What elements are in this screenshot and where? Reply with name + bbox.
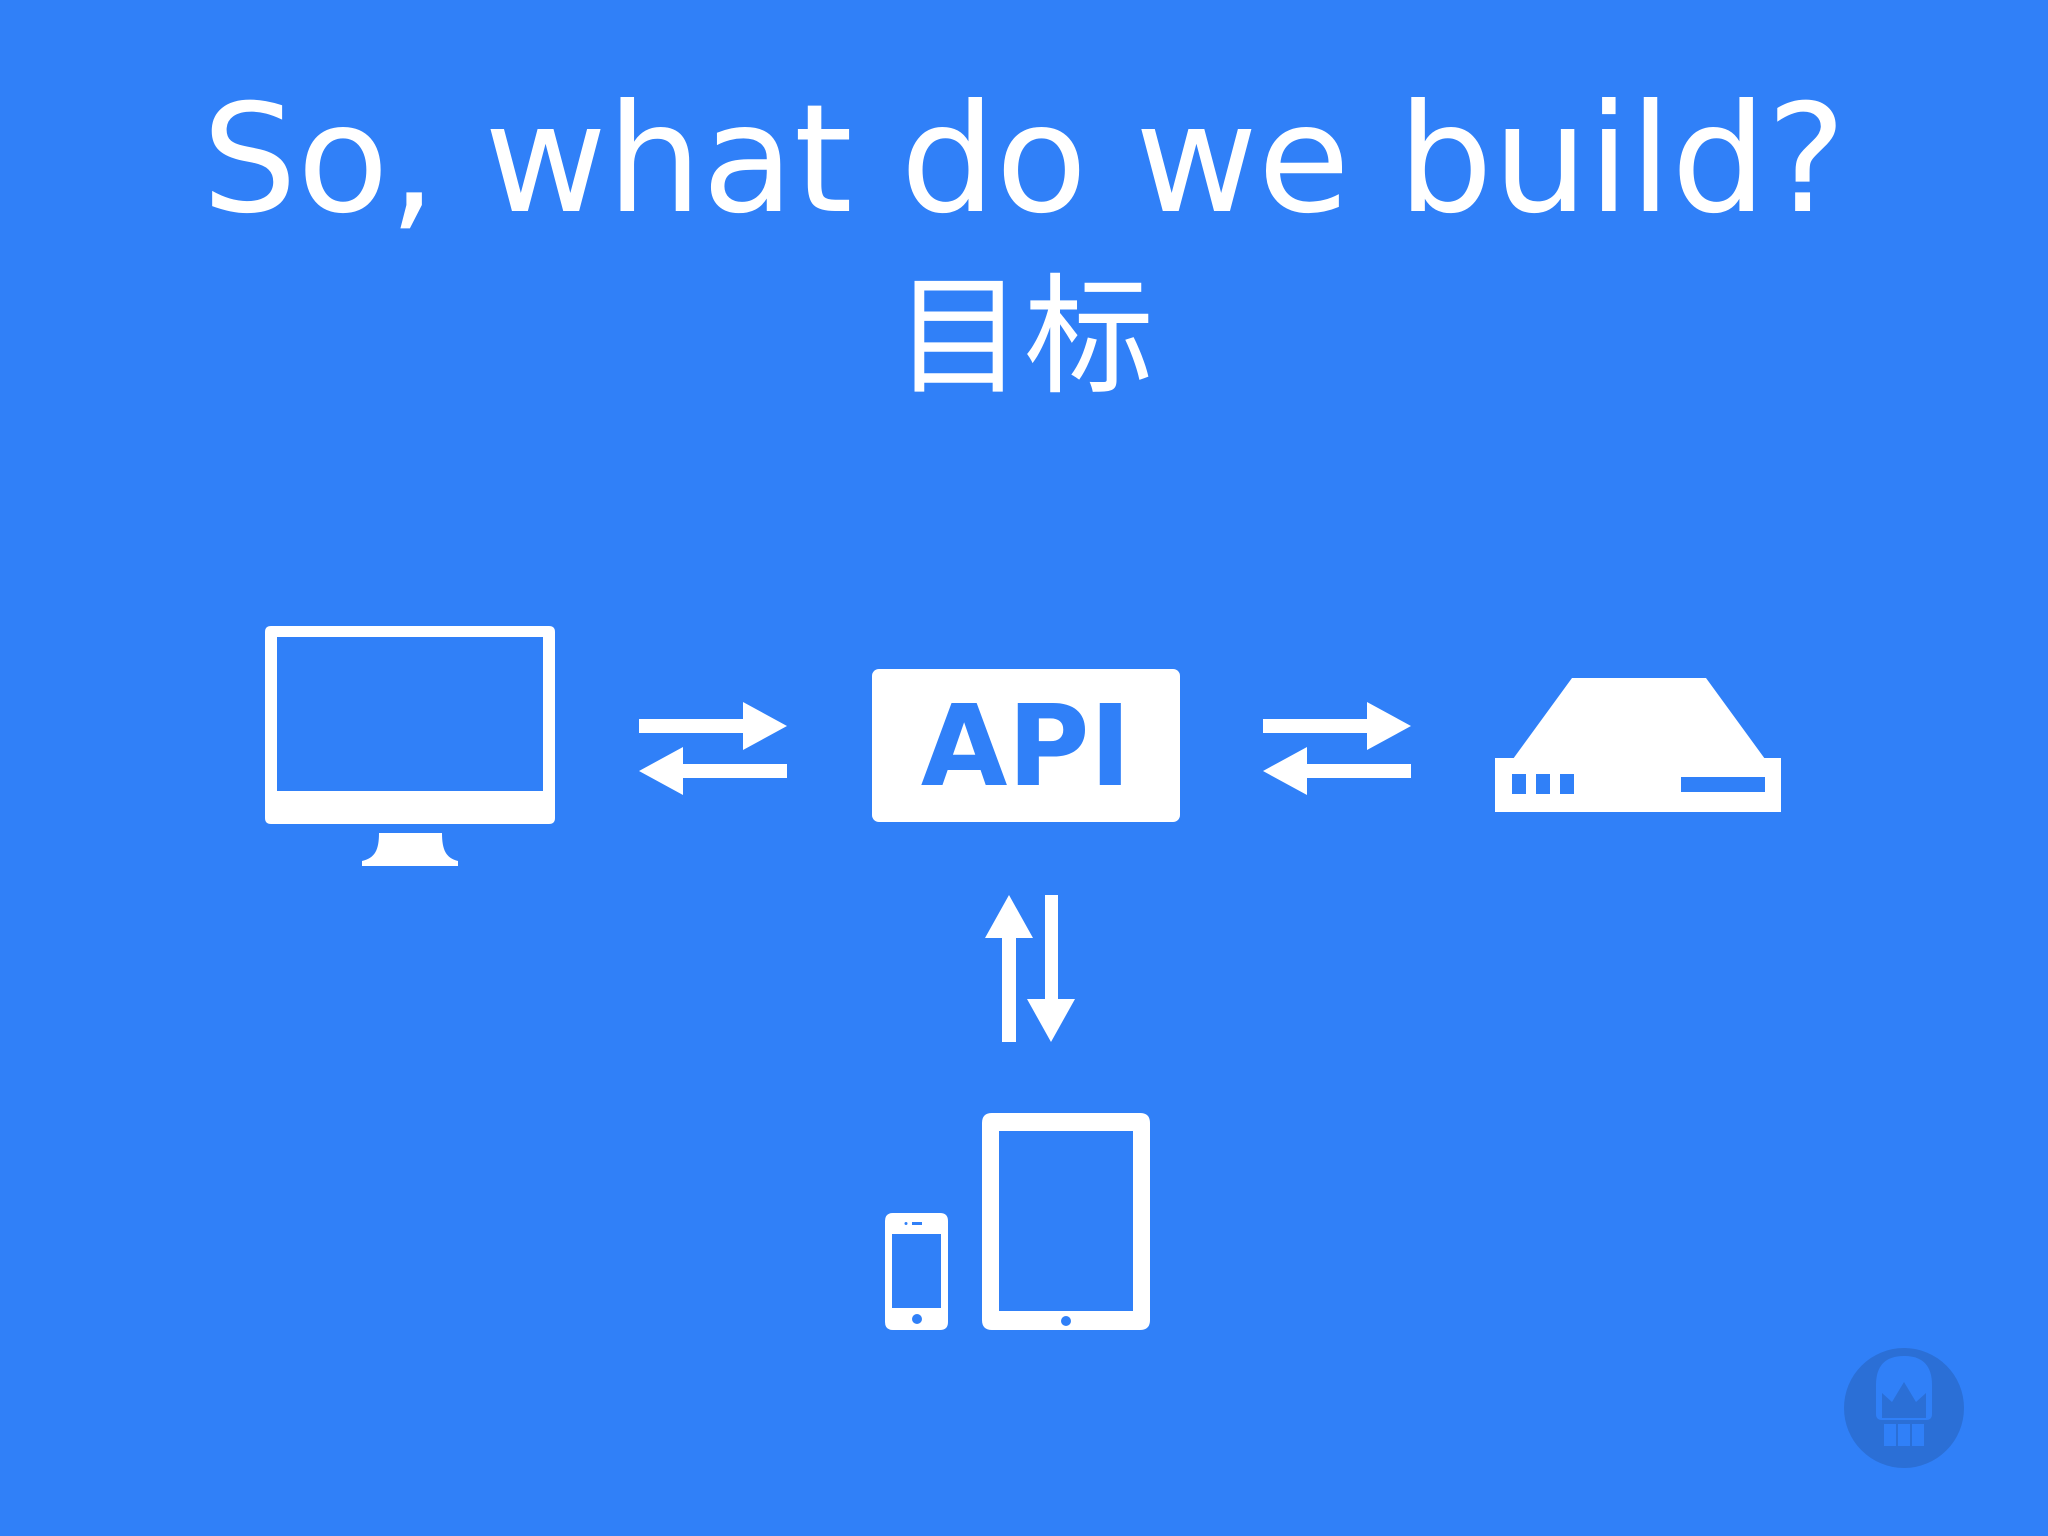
phone-icon	[885, 1213, 948, 1330]
slide-title: So, what do we build?	[201, 73, 1847, 247]
slide-subtitle: 目标	[893, 261, 1154, 413]
server-icon	[1495, 678, 1781, 812]
bidirectional-arrow-icon	[639, 702, 787, 795]
vertical-bidirectional-arrow-icon	[985, 895, 1075, 1042]
api-box-icon	[872, 669, 1180, 822]
bidirectional-arrow-icon	[1263, 702, 1411, 795]
api-label: API	[921, 682, 1131, 812]
kong-crown-logo-icon	[1844, 1348, 1964, 1468]
desktop-monitor-icon	[265, 626, 555, 866]
tablet-icon	[982, 1113, 1150, 1330]
